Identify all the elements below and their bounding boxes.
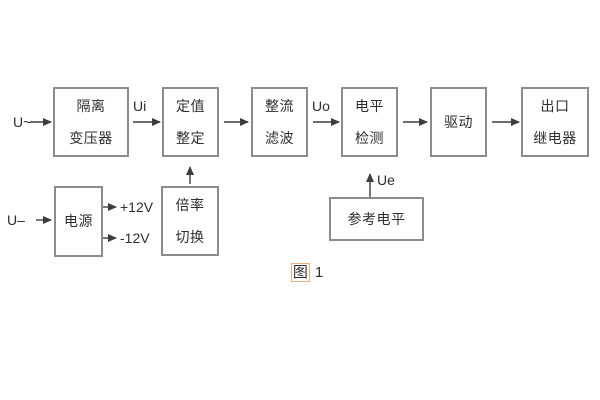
block-label: 隔离 (76, 97, 106, 114)
figure-caption-char: 图 (290, 263, 310, 282)
block-label: 电平 (355, 97, 384, 114)
block-power-supply: 电源 (54, 186, 103, 257)
input-ac-label: U~ (13, 114, 32, 130)
block-rectify-filter: 整流 滤波 (251, 87, 308, 157)
block-reference-level: 参考电平 (329, 197, 424, 241)
block-output-relay: 出口 继电器 (521, 87, 589, 157)
block-label: 切换 (175, 228, 205, 245)
rail-negative-label: -12V (120, 230, 150, 246)
signal-ui-label: Ui (133, 98, 147, 114)
block-level-detect: 电平 检测 (341, 87, 398, 157)
block-label: 倍率 (175, 196, 205, 213)
block-label: 电源 (64, 213, 93, 229)
block-label: 整流 (265, 97, 294, 114)
figure-caption-number: 1 (314, 264, 324, 281)
block-label: 滤波 (265, 129, 294, 146)
block-driver: 驱动 (430, 87, 487, 157)
block-label: 定值 (176, 97, 205, 114)
block-ratio-switch: 倍率 切换 (161, 186, 219, 256)
block-label: 变压器 (69, 129, 113, 146)
block-label: 参考电平 (347, 210, 406, 227)
block-label: 出口 (540, 97, 570, 114)
signal-uo-label: Uo (312, 98, 330, 114)
signal-ue-label: Ue (377, 172, 395, 188)
block-label: 整定 (176, 129, 205, 146)
rail-positive-label: +12V (120, 199, 154, 215)
block-label: 驱动 (444, 113, 473, 130)
block-isolation-transformer: 隔离 变压器 (53, 87, 129, 157)
block-setting-adjust: 定值 整定 (162, 87, 219, 157)
block-label: 继电器 (533, 129, 577, 146)
block-label: 检测 (355, 129, 384, 146)
input-dc-label: U– (7, 212, 25, 228)
